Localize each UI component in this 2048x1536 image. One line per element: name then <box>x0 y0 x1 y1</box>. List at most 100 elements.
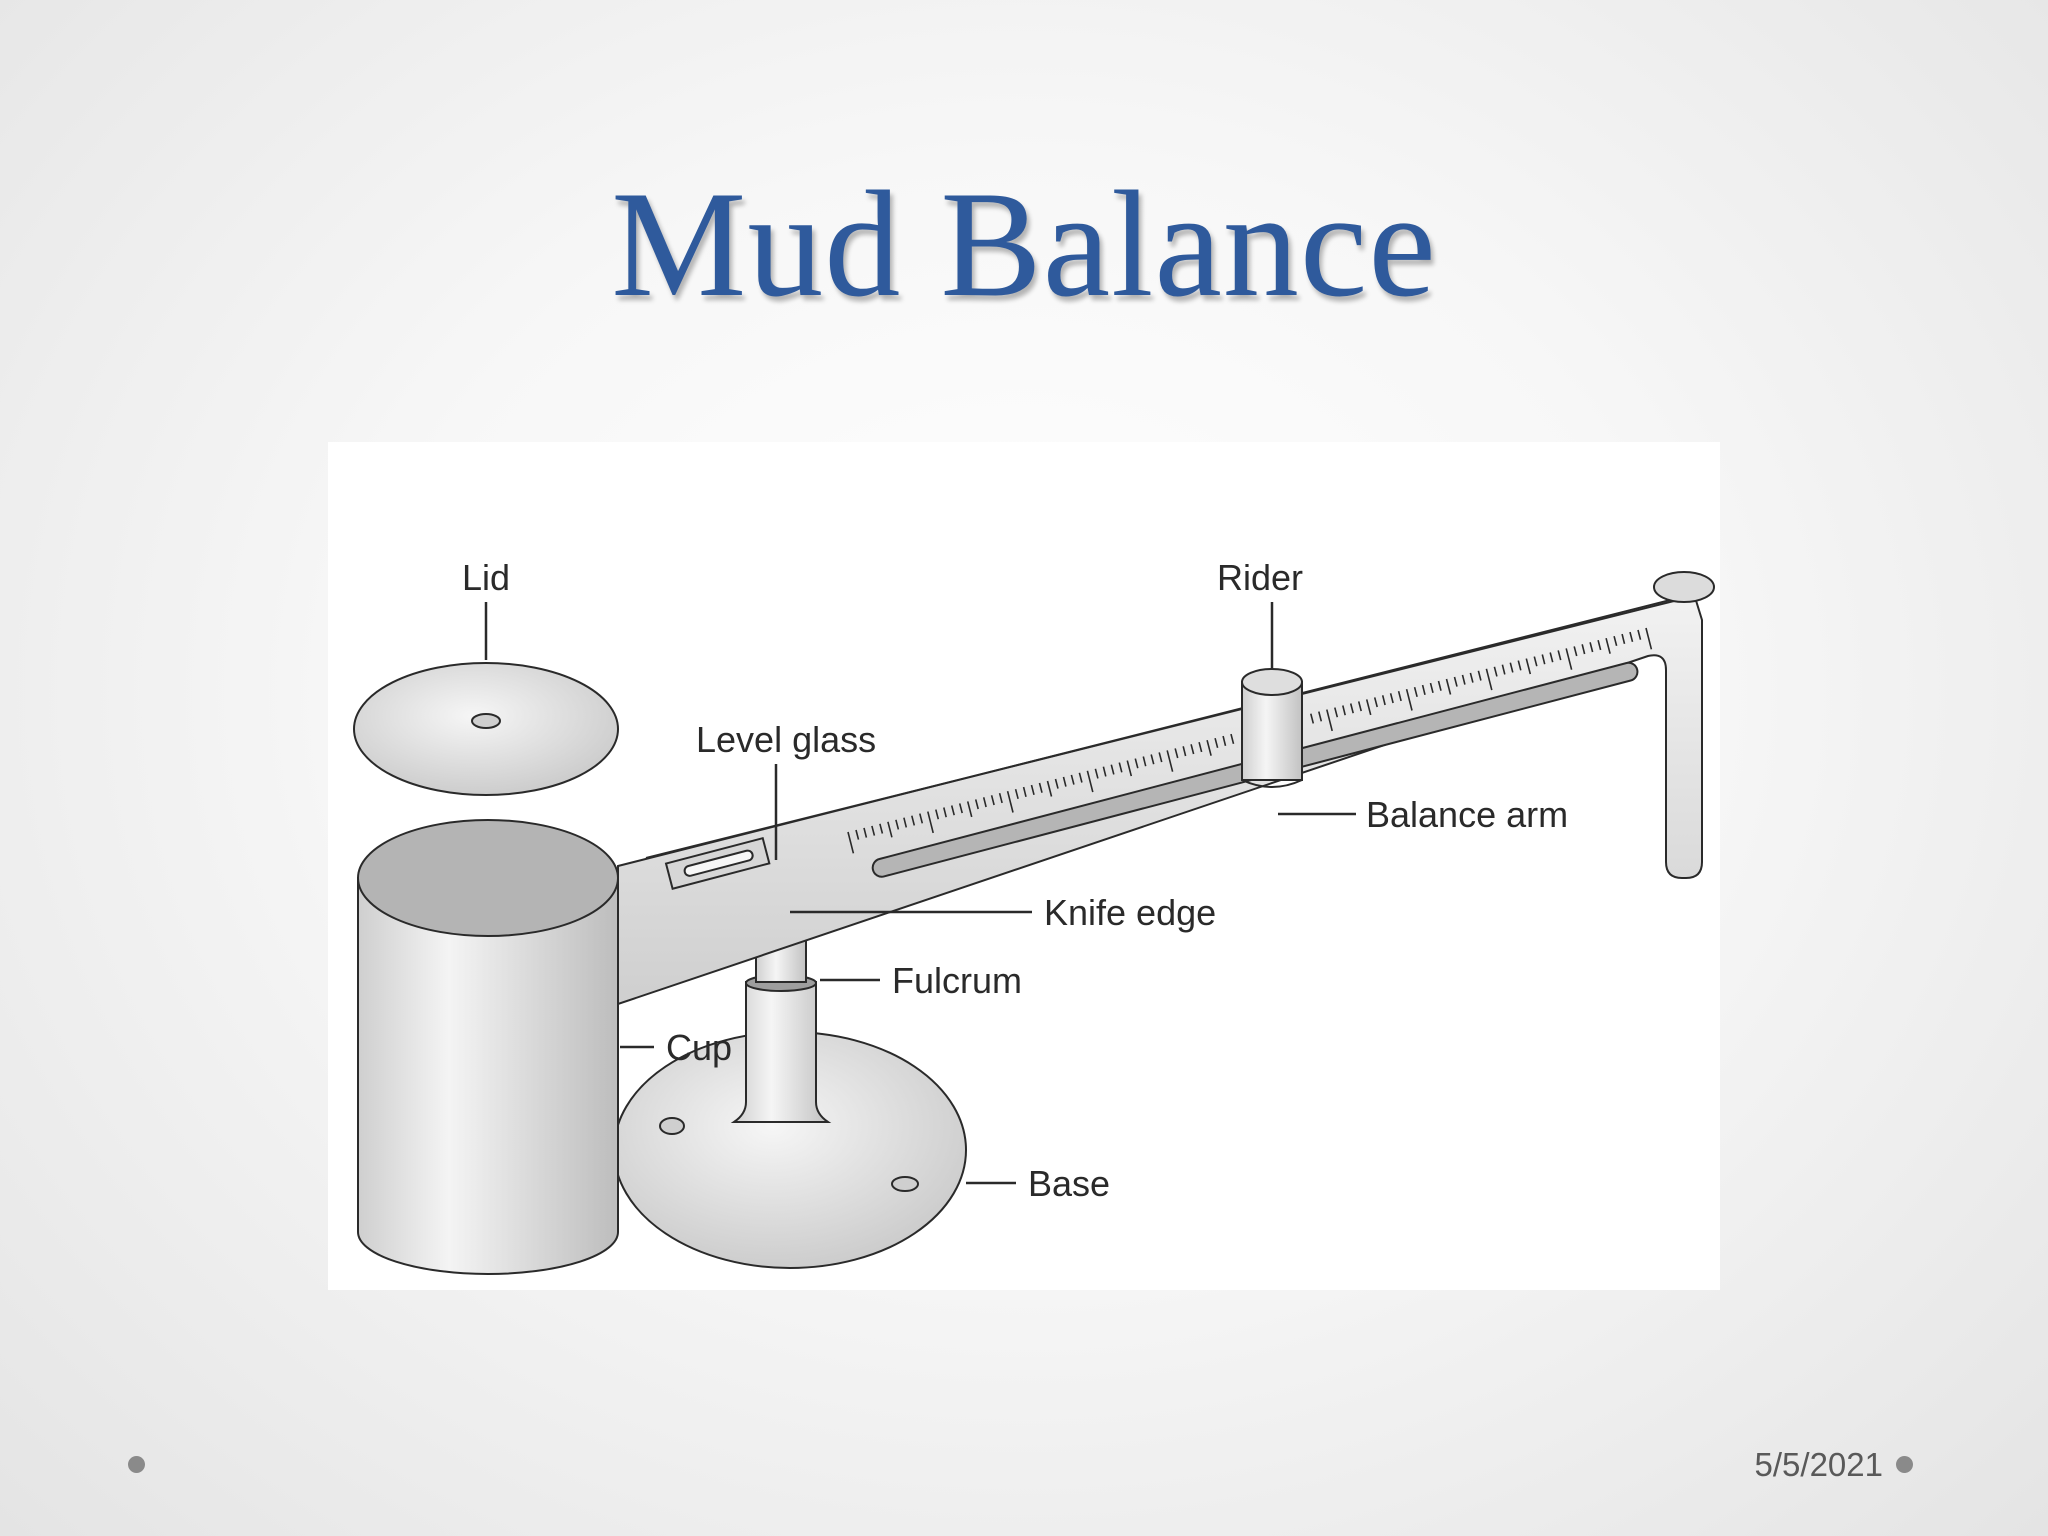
scale-tick <box>1597 640 1602 651</box>
scale-tick <box>935 809 940 820</box>
rider-part <box>1241 668 1303 788</box>
scale-tick <box>1094 768 1099 779</box>
scale-tick <box>1038 782 1043 793</box>
scale-tick <box>1174 748 1179 759</box>
rider-label: Rider <box>1217 557 1303 598</box>
scale-tick <box>1214 737 1219 749</box>
balance-arm-part <box>617 571 1715 1006</box>
scale-tick <box>1357 701 1362 712</box>
scale-tick <box>1525 658 1532 675</box>
mud-balance-diagram: Lid Rider Level glass Balance arm Knife … <box>328 442 1720 1290</box>
scale-tick <box>1437 680 1442 691</box>
scale-tick <box>871 825 876 836</box>
scale-tick <box>1533 656 1538 667</box>
scale-tick <box>982 797 987 808</box>
scale-tick <box>911 815 916 826</box>
scale-tick <box>1222 735 1227 746</box>
scale-tick <box>1413 686 1418 698</box>
scale-tick <box>1469 672 1474 683</box>
scale-tick <box>1190 744 1195 755</box>
scale-tick <box>1326 709 1333 732</box>
diagram-canvas: Lid Rider Level glass Balance arm Knife … <box>353 557 1715 1275</box>
scale-tick <box>1453 676 1458 687</box>
scale-tick <box>1581 644 1586 655</box>
scale-tick <box>1070 774 1075 785</box>
scale-tick <box>1206 740 1212 756</box>
lid-part <box>353 662 619 796</box>
scale-tick <box>1613 635 1618 647</box>
scale-tick <box>847 831 855 854</box>
scale-tick <box>1389 693 1394 704</box>
scale-tick <box>1134 758 1139 769</box>
scale-tick <box>1509 662 1514 673</box>
scale-tick <box>966 801 973 818</box>
scale-tick <box>1573 646 1578 657</box>
balance-arm-label: Balance arm <box>1366 794 1568 835</box>
scale-tick <box>1501 664 1506 675</box>
scale-tick <box>1629 631 1634 642</box>
scale-tick <box>950 805 955 816</box>
scale-tick <box>943 807 947 818</box>
scale-tick <box>1334 707 1339 718</box>
scale-tick <box>1198 742 1203 753</box>
scale-tick <box>1637 629 1642 640</box>
slide-date: 5/5/2021 <box>1754 1446 1883 1483</box>
scale-tick <box>1645 627 1653 650</box>
scale-tick <box>1166 750 1174 772</box>
scale-tick <box>879 823 884 834</box>
scale-tick <box>1421 684 1426 695</box>
footer-bullet-left <box>128 1456 145 1473</box>
scale-tick <box>927 811 934 834</box>
scale-tick <box>1054 778 1059 789</box>
scale-tick <box>974 799 979 810</box>
scale-tick <box>1485 668 1493 691</box>
knife-edge-label: Knife edge <box>1044 892 1216 933</box>
scale-tick <box>1014 788 1019 800</box>
scale-tick <box>863 827 868 838</box>
scale-tick <box>1102 766 1107 777</box>
scale-tick <box>1030 784 1035 795</box>
scale-tick <box>1230 733 1235 744</box>
scale-tick <box>1062 776 1067 787</box>
lid-hole <box>471 713 501 729</box>
scale-tick <box>1397 691 1402 702</box>
scale-tick <box>1086 770 1094 793</box>
scale-tick <box>1110 764 1115 775</box>
scale-tick <box>1605 638 1611 654</box>
arm-end-cap <box>1653 571 1715 603</box>
scale-tick <box>1373 697 1378 708</box>
scale-tick <box>1589 642 1594 653</box>
scale-tick <box>895 819 900 830</box>
scale-tick <box>1078 772 1083 783</box>
scale-tick <box>919 813 924 824</box>
base-label: Base <box>1028 1163 1110 1204</box>
scale-tick <box>1126 760 1133 777</box>
scale-tick <box>1142 756 1147 767</box>
scale-tick <box>1318 711 1323 722</box>
lid-label: Lid <box>462 557 510 598</box>
scale-tick <box>1310 713 1315 724</box>
scale-tick <box>1445 678 1452 695</box>
scale-tick <box>1046 780 1053 797</box>
fulcrum-label: Fulcrum <box>892 960 1022 1001</box>
scale-tick <box>1150 754 1155 765</box>
level-glass-label: Level glass <box>696 719 876 760</box>
scale-tick <box>1405 689 1413 711</box>
scale-tick <box>855 829 860 840</box>
scale-tick <box>1621 633 1626 644</box>
scale-tick <box>958 803 963 814</box>
scale-tick <box>1349 703 1354 714</box>
scale-tick <box>1461 674 1466 685</box>
scale-tick <box>1006 791 1014 813</box>
slide-title: Mud Balance <box>611 160 1437 328</box>
scale-tick <box>887 821 893 838</box>
scale-tick <box>1557 650 1562 661</box>
scale-tick <box>903 817 908 828</box>
base-hole-left <box>659 1117 685 1135</box>
scale-tick <box>1493 666 1498 677</box>
scale-tick <box>1565 648 1573 670</box>
scale-tick <box>1517 660 1522 671</box>
leader-lines <box>484 602 1356 1185</box>
scale-tick <box>1182 746 1187 757</box>
footer-bullet-right <box>1896 1456 1913 1473</box>
